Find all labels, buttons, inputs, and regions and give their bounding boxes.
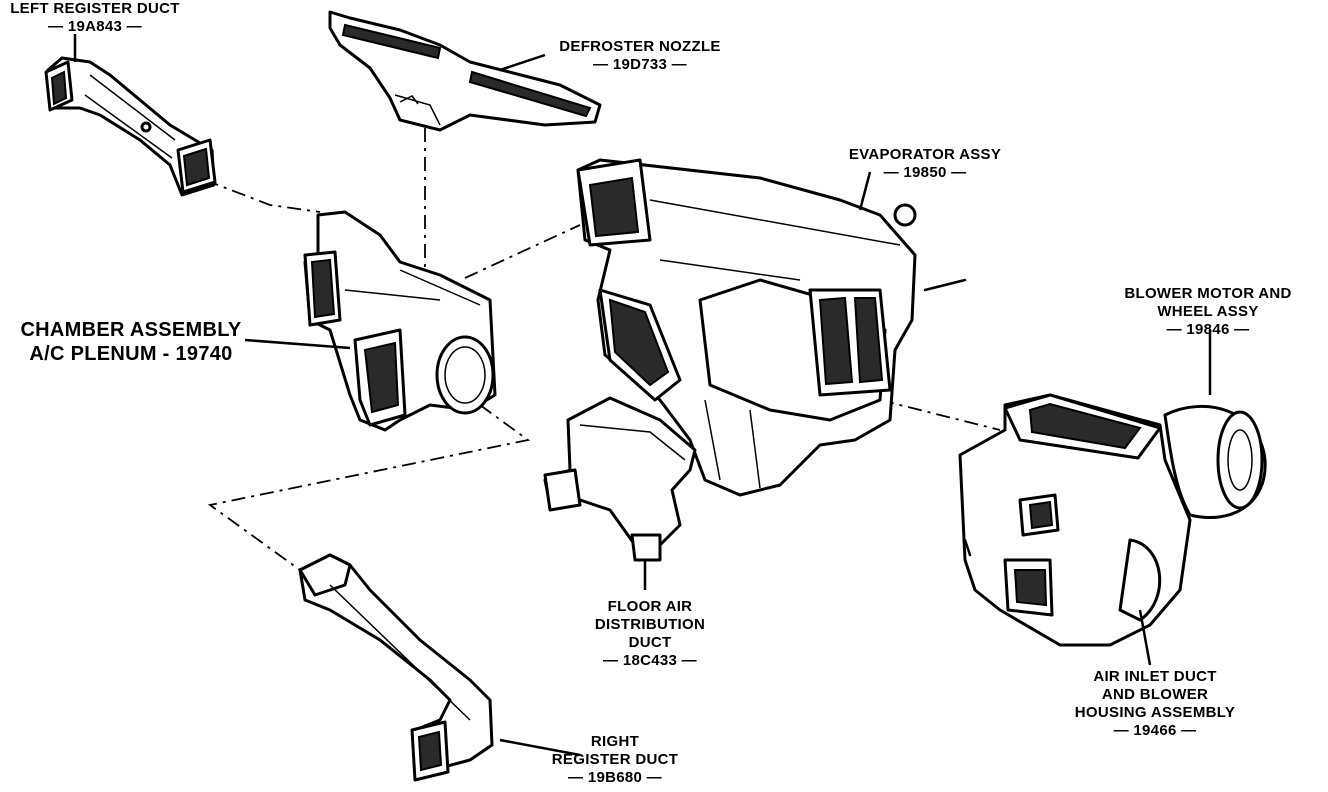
floor-air-duct-label: FLOOR AIR DISTRIBUTION DUCT — 18C433 — [590, 598, 710, 670]
evaporator-assy-name: EVAPORATOR ASSY [848, 146, 1002, 163]
defroster-nozzle-label: DEFROSTER NOZZLE — 19D733 — [540, 38, 740, 74]
blower-motor-line1: BLOWER MOTOR AND [1124, 285, 1292, 302]
assembly-lines [204, 128, 1001, 571]
evaporator-assy-label: EVAPORATOR ASSY — 19850 — [830, 146, 1020, 182]
air-inlet-duct-line1: AIR INLET DUCT [1093, 668, 1217, 685]
evaporator-assy [576, 158, 967, 497]
air-inlet-duct-line3: HOUSING ASSEMBLY [1074, 704, 1236, 721]
blower-motor-part: — 19846 — [1166, 321, 1250, 338]
left-register-duct-name: LEFT REGISTER DUCT [10, 0, 180, 17]
chamber-assembly [303, 210, 497, 432]
right-register-duct-line1: RIGHT [590, 733, 640, 750]
air-inlet-duct-part: — 19466 — [1113, 722, 1197, 739]
floor-air-duct-line2: DISTRIBUTION [594, 616, 706, 633]
floor-air-duct [543, 396, 697, 562]
left-register-duct-label: LEFT REGISTER DUCT — 19A843 — [0, 0, 190, 36]
left-register-duct [44, 56, 217, 197]
defroster-nozzle [328, 10, 602, 132]
right-register-duct-line2: REGISTER DUCT [551, 751, 679, 768]
chamber-assembly-label: CHAMBER ASSEMBLY A/C PLENUM - 19740 [6, 318, 256, 366]
right-register-duct [298, 553, 494, 782]
chamber-assembly-line2: A/C PLENUM - 19740 [29, 343, 233, 365]
defroster-nozzle-part: — 19D733 — [593, 56, 687, 73]
floor-air-duct-line3: DUCT [628, 634, 672, 651]
blower-motor-label: BLOWER MOTOR AND WHEEL ASSY — 19846 — [1108, 285, 1308, 339]
floor-air-duct-part: — 18C433 — [603, 652, 697, 669]
air-inlet-duct-line2: AND BLOWER [1101, 686, 1209, 703]
right-register-duct-label: RIGHT REGISTER DUCT — 19B680 — [540, 733, 690, 787]
air-inlet-duct-label: AIR INLET DUCT AND BLOWER HOUSING ASSEMB… [1060, 668, 1250, 740]
leader-lines [73, 34, 1212, 757]
floor-air-duct-line1: FLOOR AIR [607, 598, 693, 615]
chamber-assembly-line1: CHAMBER ASSEMBLY [20, 319, 242, 341]
defroster-nozzle-name: DEFROSTER NOZZLE [559, 38, 721, 55]
blower-housing [958, 393, 1267, 647]
evaporator-assy-part: — 19850 — [883, 164, 967, 181]
left-register-duct-part: — 19A843 — [48, 18, 142, 35]
right-register-duct-part: — 19B680 — [568, 769, 662, 786]
blower-motor-line2: WHEEL ASSY [1157, 303, 1259, 320]
